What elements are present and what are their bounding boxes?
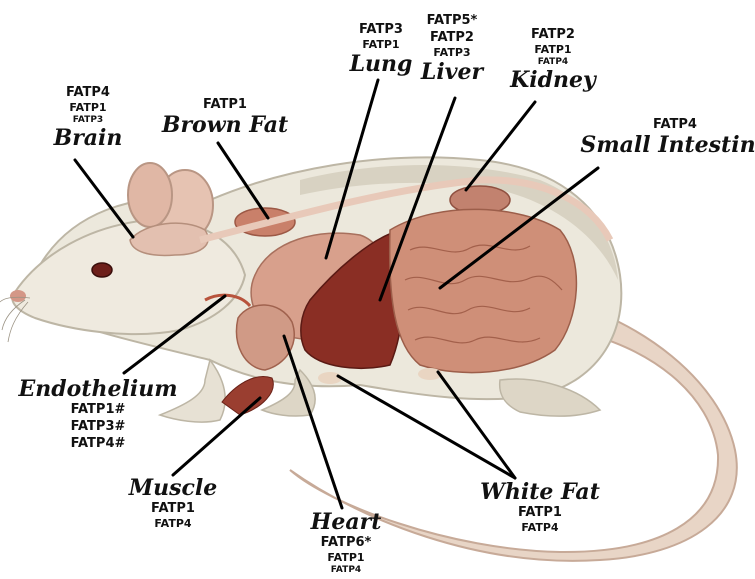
rat-eye [92, 263, 112, 277]
kidney-gene-2: FATP1 [510, 43, 596, 57]
small-intestine-organ [390, 209, 577, 372]
label-liver: FATP5* FATP2 FATP3 Liver [421, 12, 483, 84]
kidney-gene-1: FATP2 [510, 26, 596, 43]
label-kidney: FATP2 FATP1 FATP4 Kidney [510, 26, 596, 92]
heart-gene-2: FATP1 [311, 551, 382, 565]
liver-gene-3: FATP3 [421, 46, 483, 60]
label-endothelium: Endothelium FATP1# FATP3# FATP4# [19, 377, 178, 452]
white-fat-gene-2: FATP4 [480, 521, 600, 535]
liver-name: Liver [421, 60, 483, 84]
small-intestine-gene-1: FATP4 [580, 116, 755, 133]
white-fat-name: White Fat [480, 480, 600, 504]
lung-gene-2: FATP1 [350, 38, 413, 52]
heart-gene-1: FATP6* [311, 534, 382, 551]
liver-gene-2: FATP2 [421, 29, 483, 46]
muscle-gene-1: FATP1 [129, 500, 217, 517]
muscle-gene-2: FATP4 [129, 517, 217, 531]
endothelium-name: Endothelium [19, 377, 178, 401]
brain-gene-1: FATP4 [54, 84, 123, 101]
brown-fat-gene-1: FATP1 [162, 96, 288, 113]
label-heart: Heart FATP6* FATP1 FATP4 [311, 510, 382, 576]
label-muscle: Muscle FATP1 FATP4 [129, 476, 217, 531]
liver-gene-1: FATP5* [421, 12, 483, 29]
lung-name: Lung [350, 52, 413, 76]
muscle-name: Muscle [129, 476, 217, 500]
endothelium-gene-2: FATP3# [19, 418, 178, 435]
brain-name: Brain [54, 126, 123, 150]
endothelium-gene-1: FATP1# [19, 401, 178, 418]
label-white-fat: White Fat FATP1 FATP4 [480, 480, 600, 535]
label-brown-fat: FATP1 Brown Fat [162, 96, 288, 137]
heart-name: Heart [311, 510, 382, 534]
white-fat-organ-a [318, 372, 342, 384]
lung-gene-1: FATP3 [350, 21, 413, 38]
brain-gene-2: FATP1 [54, 101, 123, 115]
rat-nose [10, 290, 26, 302]
rat-hindleg [500, 379, 600, 416]
label-lung: FATP3 FATP1 Lung [350, 21, 413, 76]
label-brain: FATP4 FATP1 FATP3 Brain [54, 84, 123, 150]
kidney-name: Kidney [510, 68, 596, 92]
white-fat-gene-1: FATP1 [480, 504, 600, 521]
endothelium-gene-3: FATP4# [19, 435, 178, 452]
heart-gene-3: FATP4 [311, 565, 382, 576]
small-intestine-name: Small Intestine [580, 133, 755, 157]
brown-fat-name: Brown Fat [162, 113, 288, 137]
rat-ear-front [128, 163, 172, 227]
label-small-intestine: FATP4 Small Intestine [580, 116, 755, 157]
